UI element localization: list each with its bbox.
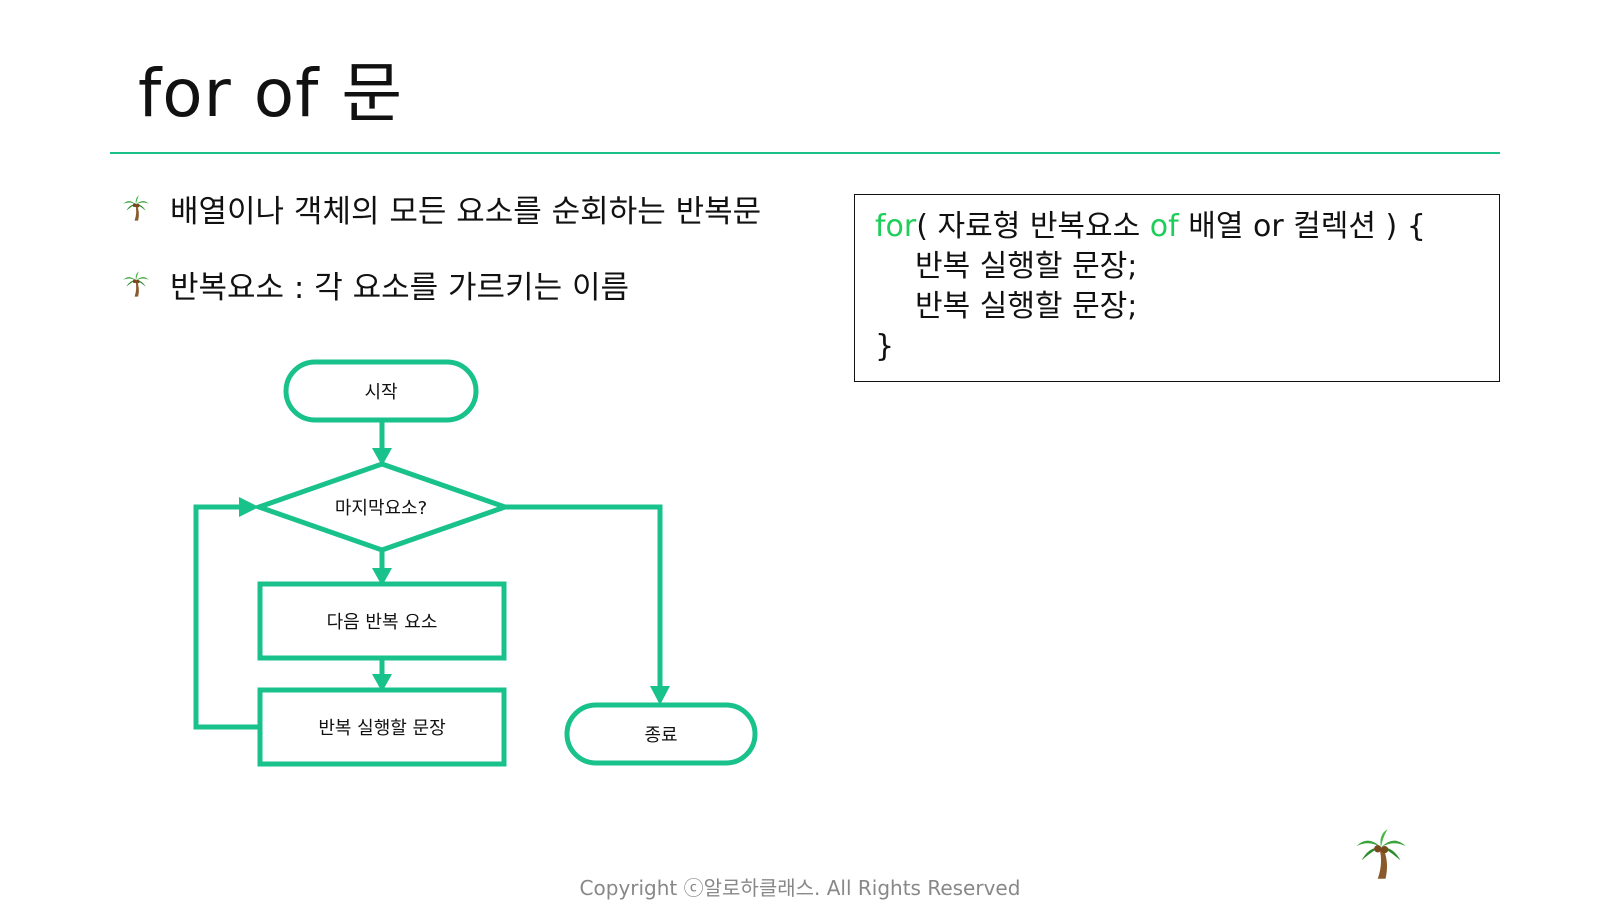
code-keyword-for: for: [875, 209, 917, 244]
palm-tree-icon: [123, 195, 149, 221]
bullet-item-2: 반복요소 : 각 요소를 가르키는 이름: [122, 264, 629, 306]
flow-arrow-decision-to-end: [505, 504, 663, 690]
flow-arrowhead: [372, 568, 392, 586]
palm-tree-icon: [1356, 829, 1406, 879]
flow-loop-back-arrow: [193, 504, 260, 730]
code-keyword-of: of: [1149, 209, 1179, 244]
title-divider: [110, 152, 1500, 154]
flow-start-label: 시작: [364, 382, 398, 403]
flow-arrowhead: [650, 686, 670, 705]
bullet-item-1: 배열이나 객체의 모든 요소를 순회하는 반복문: [122, 188, 762, 230]
flow-arrowhead: [372, 674, 392, 692]
code-line-1: for( 자료형 반복요소 of 배열 or 컬렉션 ) {: [875, 207, 1499, 247]
bullet-text: 배열이나 객체의 모든 요소를 순회하는 반복문: [170, 193, 762, 230]
code-text: 배열 or 컬렉션 ) {: [1178, 209, 1426, 244]
slide-title: for of 문: [138, 55, 404, 132]
code-line-4: }: [875, 329, 895, 364]
code-line-3: 반복 실행할 문장;: [915, 289, 1138, 324]
flow-arrowhead: [372, 448, 392, 466]
code-line-2: 반복 실행할 문장;: [915, 249, 1138, 284]
flow-end-terminal: [564, 702, 758, 766]
copyright-footer: Copyright ⓒ알로하클래스. All Rights Reserved: [579, 876, 1021, 900]
code-text: ( 자료형 반복요소: [916, 209, 1150, 244]
bullet-text: 반복요소 : 각 요소를 가르키는 이름: [170, 269, 629, 306]
flow-decision-label: 마지막요소?: [334, 498, 428, 519]
flow-next-label: 다음 반복 요소: [326, 612, 438, 633]
palm-tree-icon: [123, 271, 149, 297]
code-syntax-box: for( 자료형 반복요소 of 배열 or 컬렉션 ) { 반복 실행할 문장…: [854, 194, 1500, 382]
flow-arrowhead: [239, 497, 259, 517]
flow-body-label: 반복 실행할 문장: [318, 718, 446, 739]
flow-end-label: 종료: [644, 725, 678, 746]
